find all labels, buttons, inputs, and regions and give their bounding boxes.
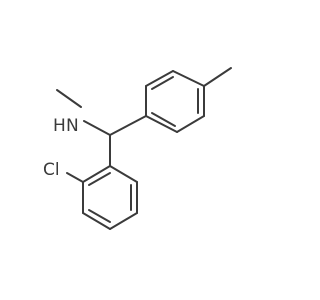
bond-ring-cl bbox=[66, 172, 84, 183]
tolyl-bond-2 bbox=[145, 70, 174, 87]
chlorophenyl-double-2 bbox=[88, 209, 111, 223]
chlorophenyl-double-1 bbox=[88, 172, 111, 186]
structure-diagram: H N Cl bbox=[43, 67, 232, 230]
atom-label-n: N bbox=[66, 116, 79, 136]
tolyl-double-3 bbox=[151, 112, 176, 127]
tolyl-double-1 bbox=[151, 76, 174, 90]
tolyl-bond-6 bbox=[145, 115, 178, 133]
bond-n-central-carbon bbox=[83, 120, 111, 136]
atom-label-cl: Cl bbox=[43, 160, 60, 180]
chlorophenyl-bond-4 bbox=[109, 212, 138, 230]
tolyl-bond-5 bbox=[176, 115, 205, 133]
bond-tolyl-methyl bbox=[203, 67, 232, 87]
tolyl-bond-3 bbox=[172, 70, 205, 87]
chlorophenyl-bond-6 bbox=[109, 165, 138, 183]
bond-methyl-n bbox=[56, 89, 82, 108]
chlorophenyl-bond-3 bbox=[82, 212, 111, 230]
atom-label-h: H bbox=[53, 116, 66, 136]
chlorophenyl-bond-1 bbox=[82, 165, 111, 183]
bond-central-to-tolyl bbox=[109, 115, 147, 136]
